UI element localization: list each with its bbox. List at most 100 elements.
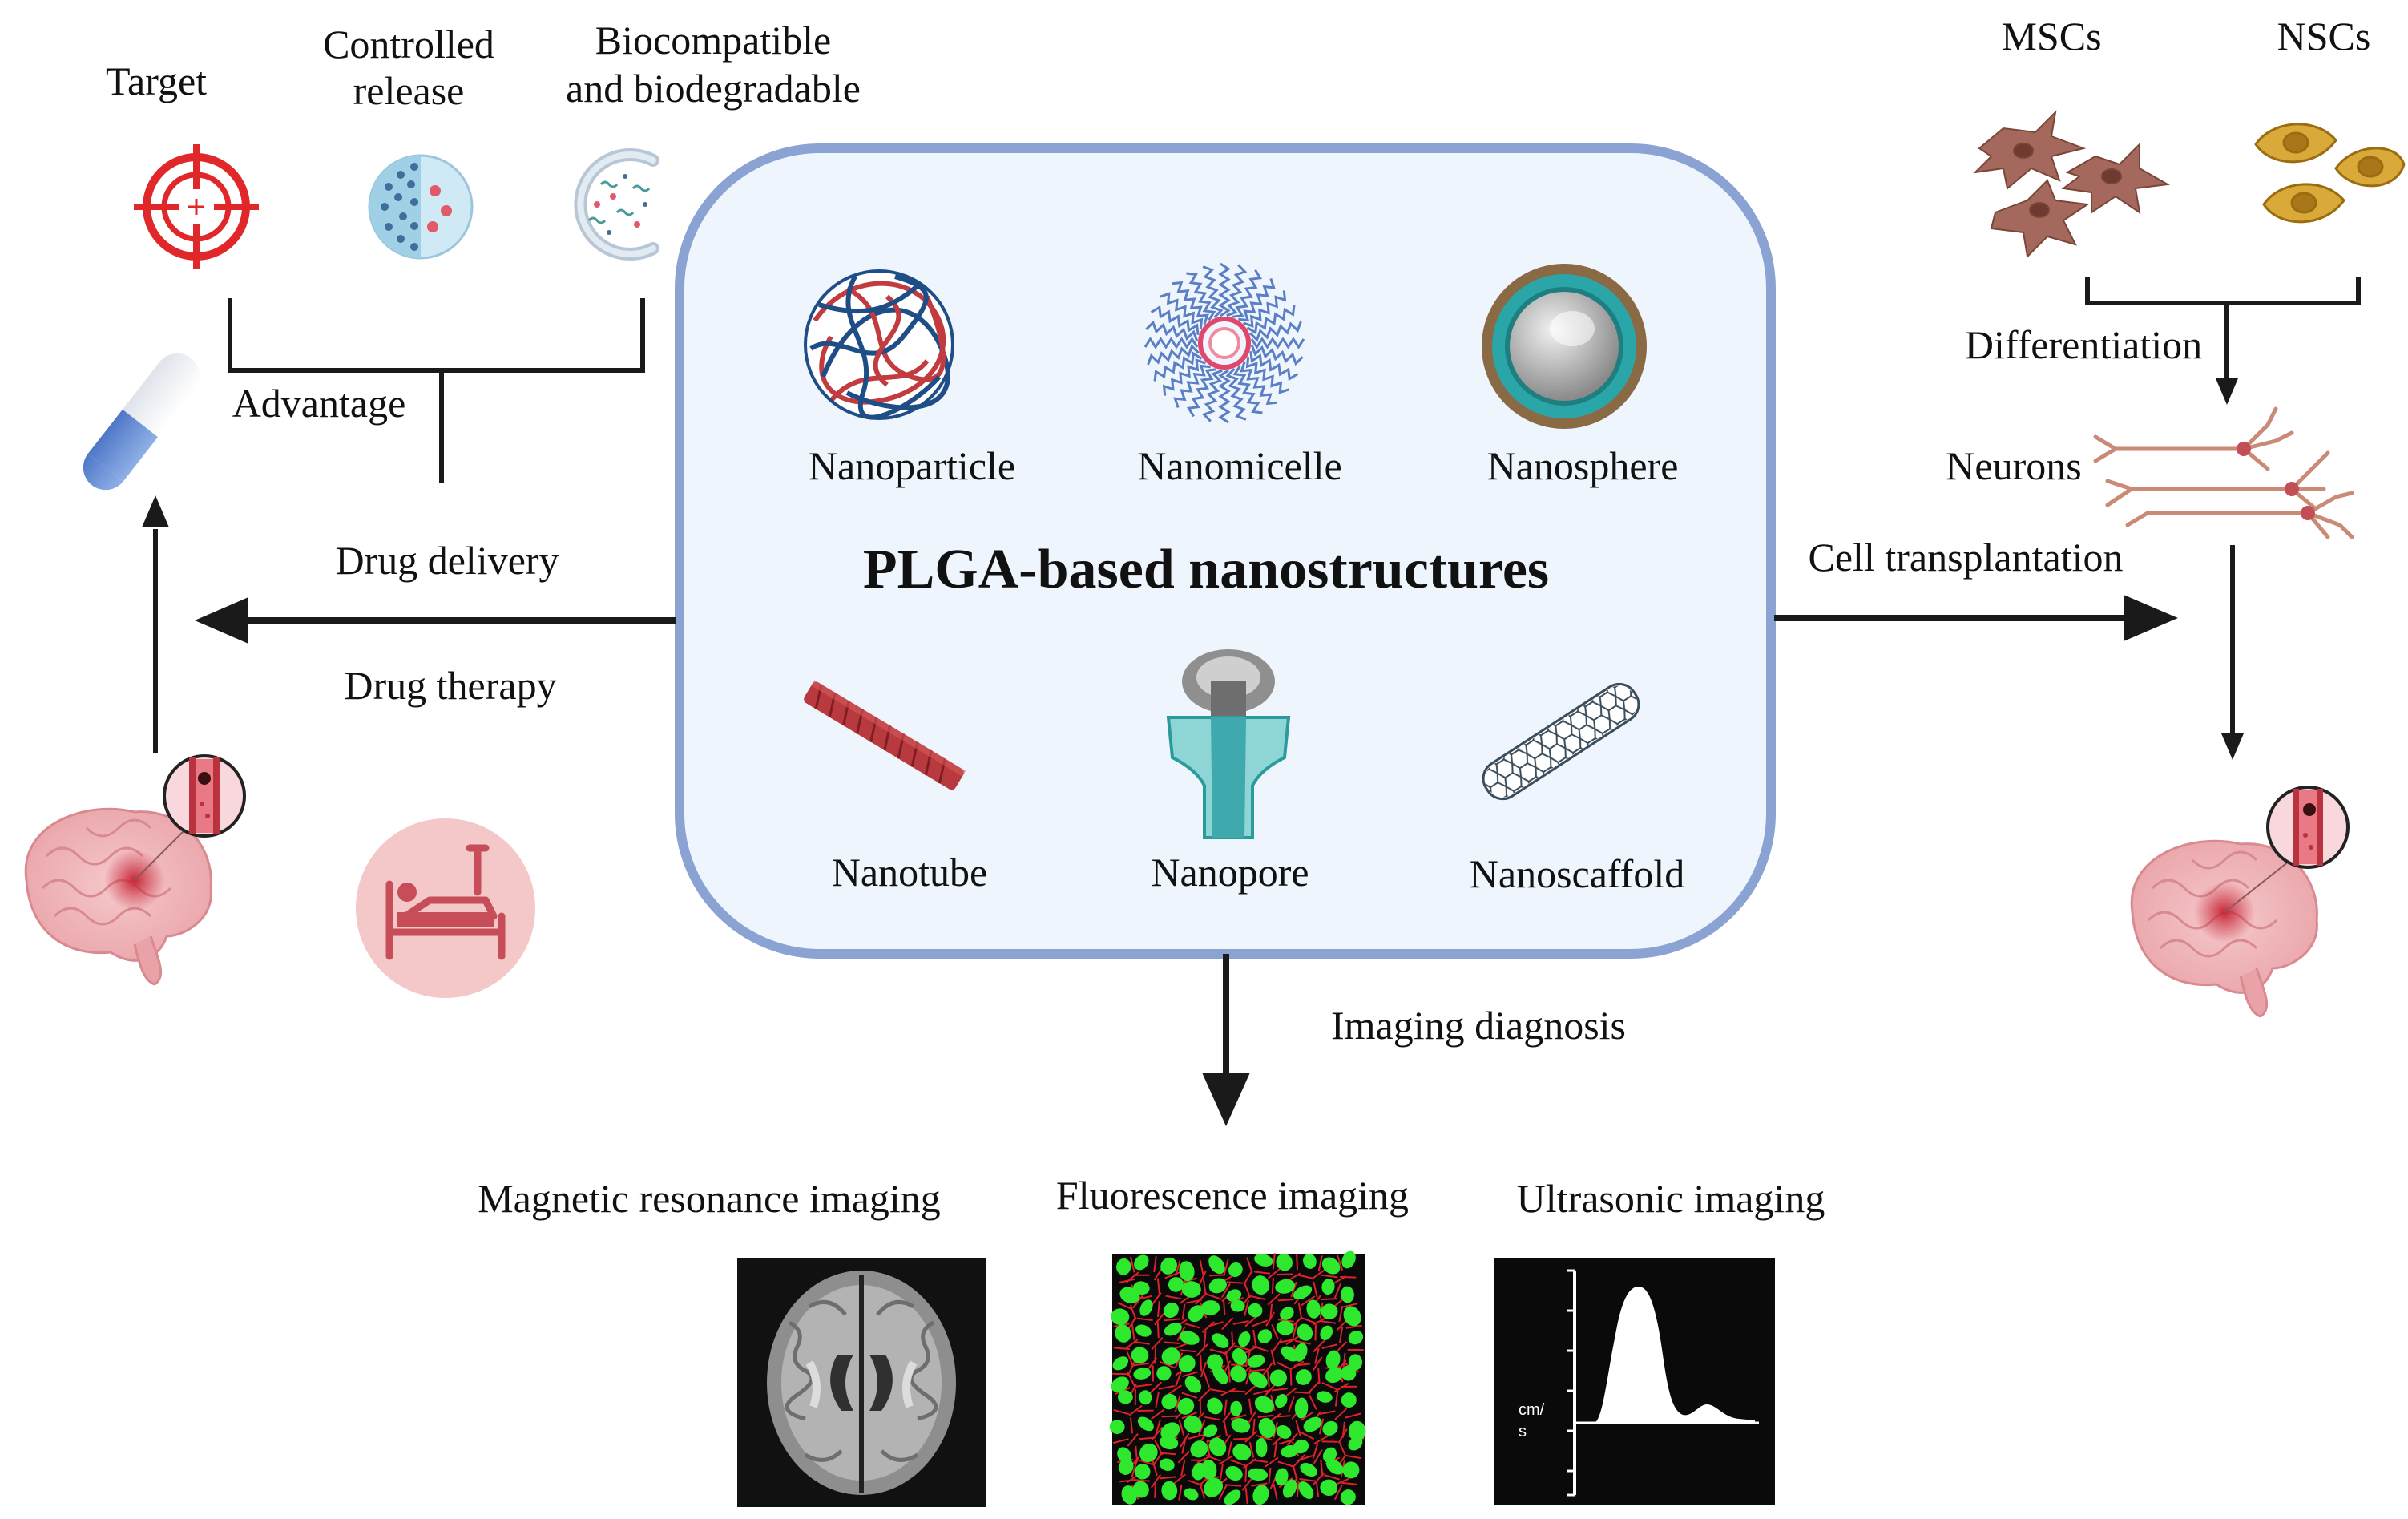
cell-nucleus xyxy=(1160,1458,1175,1471)
fluorescence-image-icon xyxy=(1109,1250,1366,1505)
cell-membrane xyxy=(1341,1481,1358,1485)
cell-nucleus xyxy=(1212,1333,1229,1348)
cell-membrane xyxy=(1289,1369,1293,1386)
cell-membrane xyxy=(1345,1324,1362,1329)
cell-membrane xyxy=(1151,1337,1164,1351)
cell-nucleus xyxy=(1135,1324,1152,1337)
cell-nucleus xyxy=(1348,1354,1362,1371)
nanomicelle-icon xyxy=(1143,262,1305,424)
cell-nucleus xyxy=(1131,1347,1149,1364)
cell-nucleus xyxy=(1133,1281,1150,1295)
cell-nucleus xyxy=(1252,1275,1269,1295)
cell-nucleus xyxy=(1121,1485,1137,1505)
cell-membrane xyxy=(1334,1408,1348,1420)
cell-membrane xyxy=(1218,1485,1228,1501)
cell-membrane xyxy=(1336,1254,1344,1271)
cell-membrane xyxy=(1152,1451,1164,1466)
nanosphere-icon xyxy=(1482,264,1647,429)
cell-nucleus xyxy=(1343,1306,1361,1327)
cell-nucleus xyxy=(1181,1281,1201,1298)
micelle-tail xyxy=(1250,345,1304,366)
cell-membrane xyxy=(1299,1431,1315,1440)
cell-membrane xyxy=(1135,1384,1152,1388)
cell-nucleus xyxy=(1224,1489,1241,1505)
advantage-label-controlled-release-2: release xyxy=(353,68,465,113)
cell-membrane xyxy=(1156,1322,1160,1339)
cell-nucleus xyxy=(1341,1365,1357,1381)
cell-membrane xyxy=(1156,1278,1160,1295)
cell-membrane xyxy=(1155,1391,1160,1408)
vessel-zoom-icon-right xyxy=(2266,786,2350,869)
cell-nucleus xyxy=(1232,1348,1248,1365)
cell-membrane xyxy=(1252,1329,1257,1346)
cell-transplant-label: Cell transplantation xyxy=(1809,535,2124,580)
cell-membrane xyxy=(1245,1368,1252,1385)
cell-membrane xyxy=(1196,1343,1208,1357)
cell-membrane xyxy=(1312,1443,1319,1459)
cell-membrane xyxy=(1160,1476,1176,1480)
cell-nucleus xyxy=(1135,1464,1151,1480)
transplant-down-arrow-head xyxy=(2221,733,2244,760)
micelle-tail xyxy=(1232,269,1263,318)
cell-membrane xyxy=(1165,1295,1182,1300)
cell-nucleus xyxy=(1341,1286,1354,1303)
cell-membrane xyxy=(1252,1418,1256,1435)
cell-nucleus xyxy=(1134,1254,1149,1271)
cell-nucleus xyxy=(1248,1303,1263,1318)
cell-membrane xyxy=(1271,1324,1279,1340)
cell-nucleus xyxy=(1348,1436,1363,1451)
controlled-release-icon xyxy=(368,154,474,260)
cell-nucleus xyxy=(1203,1424,1218,1438)
cell-nucleus xyxy=(1348,1420,1366,1442)
cell-nucleus xyxy=(1341,1392,1357,1408)
cell-nucleus xyxy=(1160,1257,1177,1275)
cell-membrane xyxy=(1168,1384,1182,1396)
cell-nucleus xyxy=(1161,1347,1180,1365)
micelle-tail xyxy=(1160,292,1204,329)
micelle-tail xyxy=(1162,358,1206,396)
cell-nucleus xyxy=(1156,1366,1172,1381)
cell-membrane xyxy=(1160,1360,1176,1369)
cell-nucleus xyxy=(1258,1417,1276,1439)
cell-membrane xyxy=(1206,1440,1211,1456)
cell-membrane xyxy=(1301,1295,1316,1307)
cell-nucleus xyxy=(1293,1343,1308,1362)
cell-nucleus xyxy=(1340,1489,1356,1505)
cell-membrane xyxy=(1288,1396,1295,1412)
cell-nucleus xyxy=(1275,1468,1289,1486)
advantage-bracket xyxy=(228,298,645,483)
cell-membrane xyxy=(1248,1368,1266,1372)
cell-nucleus xyxy=(1201,1460,1217,1480)
cell-nucleus xyxy=(1276,1320,1294,1335)
cell-membrane xyxy=(1198,1271,1207,1287)
cell-membrane xyxy=(1151,1291,1162,1307)
cell-membrane xyxy=(1204,1416,1221,1421)
cell-nucleus xyxy=(1297,1323,1313,1341)
imaging-diagnosis-label: Imaging diagnosis xyxy=(1331,1003,1626,1048)
cell-membrane xyxy=(1244,1351,1251,1368)
cell-membrane xyxy=(1151,1408,1165,1420)
cell-membrane xyxy=(1128,1404,1143,1416)
cell-membrane xyxy=(1333,1283,1342,1299)
cell-membrane xyxy=(1243,1282,1252,1299)
cell-membrane xyxy=(1321,1343,1338,1349)
micelle-tail xyxy=(1232,365,1263,414)
cell-membrane xyxy=(1178,1420,1185,1436)
cell-membrane xyxy=(1119,1479,1136,1483)
cell-membrane xyxy=(1220,1388,1236,1396)
cell-nucleus xyxy=(1321,1279,1335,1295)
cell-membrane xyxy=(1209,1388,1226,1393)
cell-nucleus xyxy=(1320,1479,1338,1497)
cell-nucleus xyxy=(1201,1300,1220,1315)
cell-label-nscs: NSCs xyxy=(2277,14,2371,59)
cell-membrane xyxy=(1220,1283,1231,1299)
cell-membrane xyxy=(1297,1303,1303,1319)
cell-membrane xyxy=(1199,1482,1206,1499)
cell-membrane xyxy=(1244,1315,1258,1327)
cell-membrane xyxy=(1264,1384,1277,1397)
cell-membrane xyxy=(1294,1391,1311,1394)
cell-nucleus xyxy=(1255,1437,1268,1457)
cell-nucleus xyxy=(1112,1356,1129,1371)
advantage-label-target: Target xyxy=(106,59,207,103)
cell-nucleus xyxy=(1303,1416,1322,1432)
